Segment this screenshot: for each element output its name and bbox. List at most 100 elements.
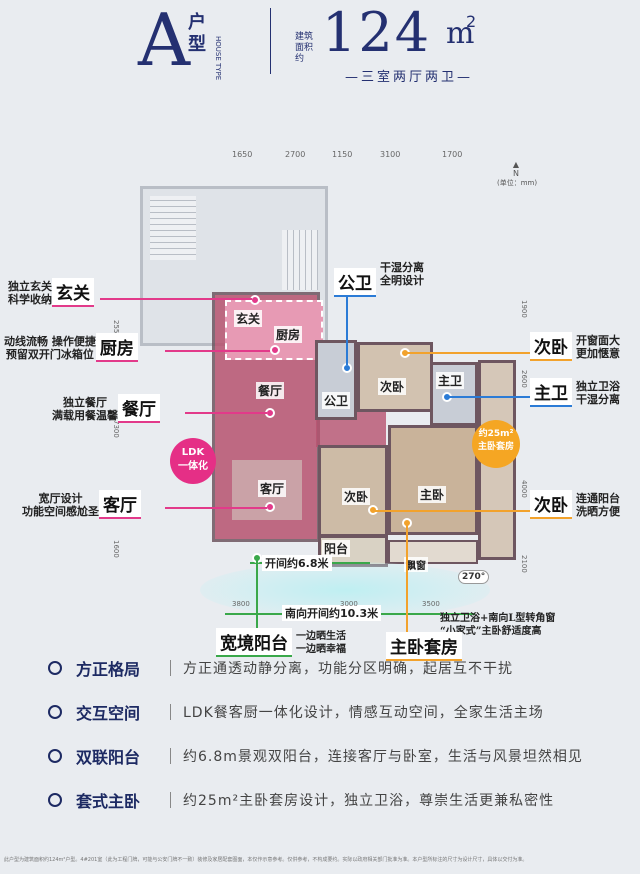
feature-item: 方正格局 方正通透动静分离，功能分区明确，起居互不干扰 <box>48 656 513 680</box>
feature-text: 方正通透动静分离，功能分区明确，起居互不干扰 <box>183 661 513 677</box>
line-master <box>406 522 408 642</box>
callout-dining-desc: 独立餐厅满载用餐温馨 <box>52 396 118 422</box>
dot-foyer <box>250 295 260 305</box>
callout-public-bath-desc: 干湿分离全明设计 <box>380 261 424 287</box>
room-label-living: 客厅 <box>258 480 287 497</box>
feature-title: 交互空间 <box>76 704 141 723</box>
room-label-public-bath: 公卫 <box>322 392 351 409</box>
callout-kitchen: 动线流畅 操作便捷预留双开门冰箱位 厨房 <box>4 333 138 362</box>
feature-separator <box>170 748 171 764</box>
callout-public-bath-tag: 公卫 <box>334 268 376 297</box>
callout-master-bath-d1: 独立卫浴 <box>576 379 620 393</box>
elevator <box>282 230 318 290</box>
callout-living-d1: 宽厅设计 <box>38 491 83 505</box>
callout-master-bath-desc: 独立卫浴干湿分离 <box>576 380 620 406</box>
area-unit-sup: 2 <box>466 12 477 31</box>
layout-subtitle: —三室两厅两卫— <box>345 70 474 85</box>
feature-text: LDK餐客厨一体化设计，情感互动空间，全家生活主场 <box>183 705 544 721</box>
dim-bottom-2: 3000 <box>340 600 358 608</box>
callout-bed2-tag: 次卧 <box>530 332 572 361</box>
dim-right-3: 4000 <box>520 480 528 498</box>
callout-balcony-d2: 一边晒幸福 <box>296 643 346 655</box>
feature-item: 套式主卧 约25m²主卧套房设计，独立卫浴，尊崇生活更兼私密性 <box>48 788 554 812</box>
callout-master-d2: “小家式”主卧舒适度高 <box>440 626 542 637</box>
line-bed2 <box>405 352 530 354</box>
room-label-balcony: 阳台 <box>322 540 351 557</box>
feature-bullet-icon <box>48 661 62 675</box>
callout-bed2-d2: 更加惬意 <box>576 346 620 360</box>
callout-bed2-desc: 开窗面大更加惬意 <box>576 334 620 360</box>
room-label-kitchen: 厨房 <box>274 326 303 343</box>
dim-left-2: 7300 <box>112 420 120 438</box>
line-public-bath <box>346 270 348 365</box>
callout-balcony-d1: 一边晒生活 <box>296 630 346 642</box>
callout-master-bath-tag: 主卫 <box>530 378 572 407</box>
callout-living: 宽厅设计功能空间感尬圣 客厅 <box>22 490 141 519</box>
dot-kitchen <box>270 345 280 355</box>
line-foyer <box>100 298 252 300</box>
room-label-dining: 餐厅 <box>256 382 285 399</box>
callout-master-bath-d2: 干湿分离 <box>576 392 620 406</box>
dim-right-2: 2600 <box>520 370 528 388</box>
room-label-foyer: 玄关 <box>234 310 263 327</box>
callout-kitchen-d2: 预留双开门冰箱位 <box>5 347 94 361</box>
dim-left-3: 1600 <box>112 540 120 558</box>
callout-foyer-d2: 科学收纳 <box>8 292 52 306</box>
callout-kitchen-tag: 厨房 <box>95 333 138 362</box>
callout-foyer-desc: 独立玄关科学收纳 <box>8 280 52 306</box>
suite-badge-line2: 主卧套房 <box>477 442 514 452</box>
room-label-bed2: 次卧 <box>378 378 407 395</box>
callout-bed3-d1: 连通阳台 <box>576 491 620 505</box>
callout-balcony-tag: 宽境阳台 <box>216 628 292 657</box>
callout-dining-tag: 餐厅 <box>118 394 160 423</box>
callout-living-d2: 功能空间感尬圣 <box>22 504 99 518</box>
callout-kitchen-desc: 动线流畅 操作便捷预留双开门冰箱位 <box>4 335 96 361</box>
callout-master-desc: 独立卫浴+南向L型转角窗“小家式”主卧舒适度高 <box>440 612 555 638</box>
callout-bed3-desc: 连通阳台洗晒方便 <box>576 492 620 518</box>
dim-top-1: 1650 <box>232 150 253 159</box>
dim-bottom-1: 3800 <box>232 600 250 608</box>
callout-master-bath: 主卫 独立卫浴干湿分离 <box>530 378 620 407</box>
callout-foyer-tag: 玄关 <box>52 278 94 307</box>
south-span-label: 南向开间约10.3米 <box>282 605 382 621</box>
feature-text: 约25m²主卧套房设计，独立卫浴，尊崇生活更兼私密性 <box>183 793 555 809</box>
north-label: N <box>513 169 519 178</box>
dim-right-4: 2100 <box>520 555 528 573</box>
room-label-master-bath: 主卫 <box>436 372 465 389</box>
callout-balcony: 宽境阳台 一边晒生活一边晒幸福 <box>216 628 346 657</box>
callout-bed3-d2: 洗晒方便 <box>576 504 620 518</box>
master-room <box>388 425 478 535</box>
feature-item: 双联阳台 约6.8m景观双阳台，连接客厅与卧室，生活与风景坦然相见 <box>48 744 583 768</box>
unit-note: (单位：mm) <box>497 179 538 187</box>
bay-window <box>388 540 478 564</box>
callout-foyer: 独立玄关科学收纳 玄关 <box>8 278 94 307</box>
callout-bed3: 次卧 连通阳台洗晒方便 <box>530 490 620 519</box>
header-divider <box>270 8 271 74</box>
line-balcony <box>256 558 258 638</box>
callout-living-desc: 宽厅设计功能空间感尬圣 <box>22 492 99 518</box>
north-arrow-icon: ▲N <box>512 160 520 178</box>
feature-separator <box>170 792 171 808</box>
dim-top-5: 1700 <box>442 150 463 159</box>
angle-label: 270° <box>458 570 490 584</box>
disclaimer: 此户型为建筑面积约124m²户型。4#201室（此为工程门牌，可能与公安门牌不一… <box>4 857 528 863</box>
room-label-master: 主卧 <box>418 486 447 503</box>
callout-bed3-tag: 次卧 <box>530 490 572 519</box>
area-unit: m <box>446 16 475 51</box>
callout-dining: 独立餐厅满载用餐温馨 餐厅 <box>52 394 160 423</box>
callout-bed2: 次卧 开窗面大更加惬意 <box>530 332 620 361</box>
ldk-badge-line2: 一体化 <box>178 461 208 472</box>
feature-title: 套式主卧 <box>76 792 141 811</box>
feature-separator <box>170 704 171 720</box>
room-label-bay: 飘窗 <box>404 557 428 572</box>
house-type-label: 户型 <box>188 12 206 55</box>
callout-master-tag: 主卧套房 <box>386 632 462 661</box>
callout-dining-d2: 满载用餐温馨 <box>52 408 118 422</box>
callout-bed2-d1: 开窗面大 <box>576 333 620 347</box>
balcony-span-label: 开间约6.8米 <box>262 555 332 571</box>
dim-left-1: 2550 <box>112 320 120 338</box>
feature-title: 双联阳台 <box>76 748 141 767</box>
feature-title: 方正格局 <box>76 660 141 679</box>
